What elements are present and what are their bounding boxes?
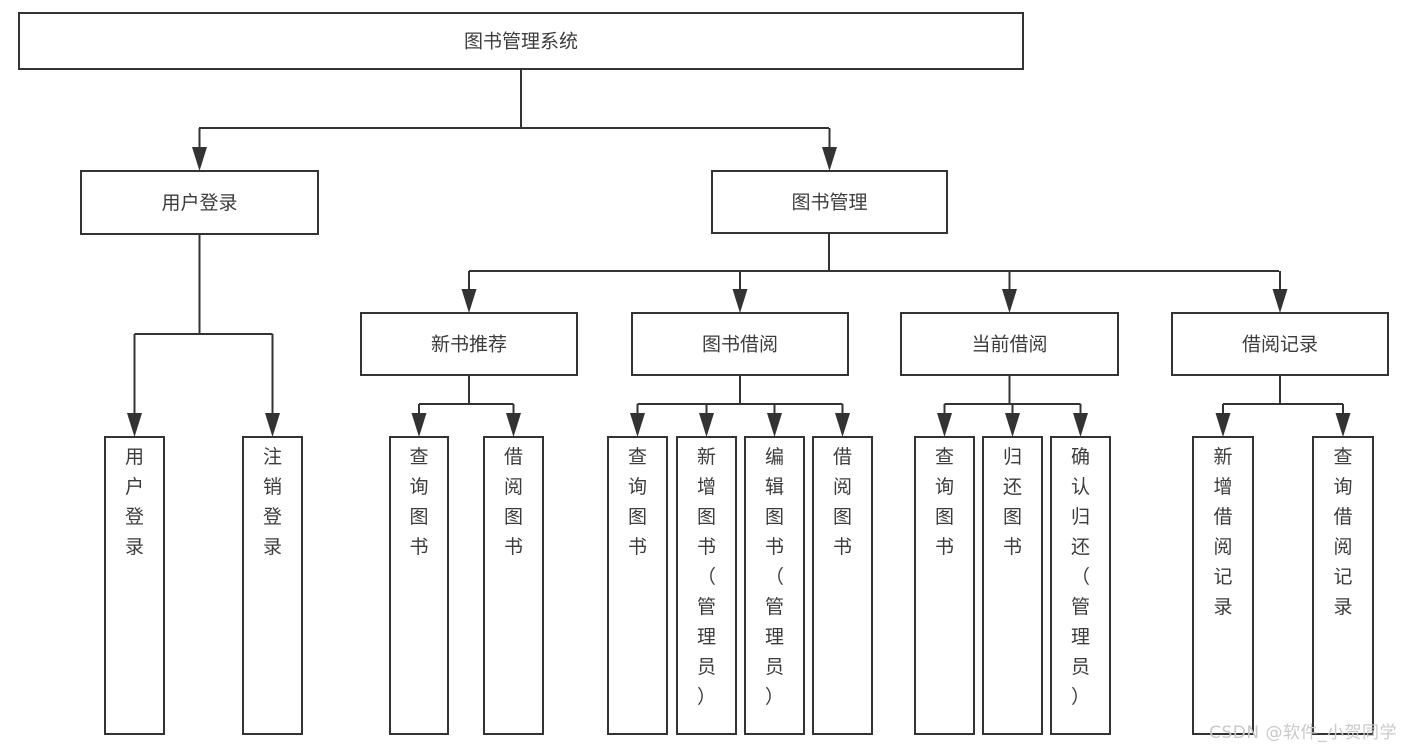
arrow-leaf-查询借阅记录-head xyxy=(1335,413,1351,437)
node-box xyxy=(631,312,849,376)
node-box xyxy=(900,312,1119,376)
arrow-level2-图书借阅-head xyxy=(732,289,748,313)
node-label: 图书管理系统 xyxy=(464,31,578,53)
node-box xyxy=(80,170,319,235)
node-level1-图书管理[interactable]: 图书管理 xyxy=(711,170,948,234)
node-label: 用户登录 xyxy=(125,446,144,558)
node-box xyxy=(914,436,975,735)
node-root-图书管理系统[interactable]: 图书管理系统 xyxy=(18,12,1024,70)
node-label: 借阅记录 xyxy=(1242,334,1318,356)
node-box xyxy=(389,436,449,735)
arrow-level2-当前借阅-head xyxy=(1002,289,1017,313)
arrow-leaf-确认归还管理员-head xyxy=(1073,413,1088,437)
node-level2-新书推荐[interactable]: 新书推荐 xyxy=(360,312,578,376)
node-box xyxy=(483,436,544,735)
node-layer: 图书管理系统用户登录图书管理新书推荐图书借阅当前借阅借阅记录用户登录注销登录查询… xyxy=(18,12,1389,735)
node-box xyxy=(242,436,303,735)
node-box xyxy=(1050,436,1111,735)
arrow-level2-新书推荐-head xyxy=(461,289,477,313)
arrow-leaf-查询图书-head xyxy=(411,413,427,437)
node-box xyxy=(1192,436,1254,735)
node-label: 借阅图书 xyxy=(504,446,523,558)
node-leaf-借阅图书[interactable]: 借阅图书 xyxy=(812,436,873,735)
node-label: 新增图书（管理员） xyxy=(697,446,716,708)
node-leaf-新增图书管理员[interactable]: 新增图书（管理员） xyxy=(676,436,737,735)
arrow-leaf-借阅图书-head xyxy=(835,413,850,437)
node-box xyxy=(676,436,737,735)
node-level2-当前借阅[interactable]: 当前借阅 xyxy=(900,312,1119,376)
node-leaf-确认归还管理员[interactable]: 确认归还（管理员） xyxy=(1050,436,1111,735)
node-box xyxy=(1312,436,1374,735)
node-leaf-归还图书[interactable]: 归还图书 xyxy=(982,436,1043,735)
node-box xyxy=(18,12,1024,70)
arrow-leaf-新增借阅记录-head xyxy=(1215,413,1231,437)
node-level2-借阅记录[interactable]: 借阅记录 xyxy=(1171,312,1389,376)
node-label: 确认归还（管理员） xyxy=(1071,446,1090,708)
node-label: 查询借阅记录 xyxy=(1333,446,1352,618)
node-label: 查询图书 xyxy=(409,446,428,558)
arrow-leaf-查询图书-head xyxy=(937,413,952,437)
arrow-level1-图书管理-head xyxy=(822,147,837,171)
node-label: 归还图书 xyxy=(1003,446,1022,558)
node-box xyxy=(812,436,873,735)
node-leaf-新增借阅记录[interactable]: 新增借阅记录 xyxy=(1192,436,1254,735)
node-box xyxy=(744,436,805,735)
node-leaf-借阅图书[interactable]: 借阅图书 xyxy=(483,436,544,735)
node-box xyxy=(1171,312,1389,376)
node-label: 用户登录 xyxy=(161,192,237,214)
arrow-leaf-注销登录-head xyxy=(265,413,280,437)
node-label: 编辑图书（管理员） xyxy=(765,446,784,708)
node-label: 借阅图书 xyxy=(833,446,852,558)
node-label: 图书管理 xyxy=(791,192,867,214)
node-label: 查询图书 xyxy=(628,446,647,558)
arrow-level1-用户登录-head xyxy=(192,147,207,171)
arrow-leaf-编辑图书管理员-head xyxy=(767,413,782,437)
node-label: 当前借阅 xyxy=(971,334,1047,356)
arrow-level2-借阅记录-head xyxy=(1272,289,1288,313)
node-label: 注销登录 xyxy=(263,446,282,558)
node-leaf-查询借阅记录[interactable]: 查询借阅记录 xyxy=(1312,436,1374,735)
node-box xyxy=(982,436,1043,735)
node-label: 图书借阅 xyxy=(702,334,778,356)
connector-layer xyxy=(127,69,1351,437)
node-leaf-注销登录[interactable]: 注销登录 xyxy=(242,436,303,735)
node-box xyxy=(607,436,668,735)
node-level1-用户登录[interactable]: 用户登录 xyxy=(80,170,319,235)
node-box xyxy=(711,170,948,234)
node-box xyxy=(360,312,578,376)
node-leaf-查询图书[interactable]: 查询图书 xyxy=(914,436,975,735)
node-leaf-查询图书[interactable]: 查询图书 xyxy=(389,436,449,735)
arrow-leaf-用户登录-head xyxy=(127,413,142,437)
node-label: 查询图书 xyxy=(935,446,954,558)
arrow-leaf-借阅图书-head xyxy=(506,413,521,437)
node-leaf-编辑图书管理员[interactable]: 编辑图书（管理员） xyxy=(744,436,805,735)
node-label: 新增借阅记录 xyxy=(1213,446,1232,618)
node-leaf-查询图书[interactable]: 查询图书 xyxy=(607,436,668,735)
arrow-leaf-新增图书管理员-head xyxy=(699,413,714,437)
node-box xyxy=(104,436,165,735)
node-leaf-用户登录[interactable]: 用户登录 xyxy=(104,436,165,735)
node-label: 新书推荐 xyxy=(431,334,507,356)
arrow-leaf-归还图书-head xyxy=(1005,413,1020,437)
arrow-leaf-查询图书-head xyxy=(630,413,645,437)
node-level2-图书借阅[interactable]: 图书借阅 xyxy=(631,312,849,376)
